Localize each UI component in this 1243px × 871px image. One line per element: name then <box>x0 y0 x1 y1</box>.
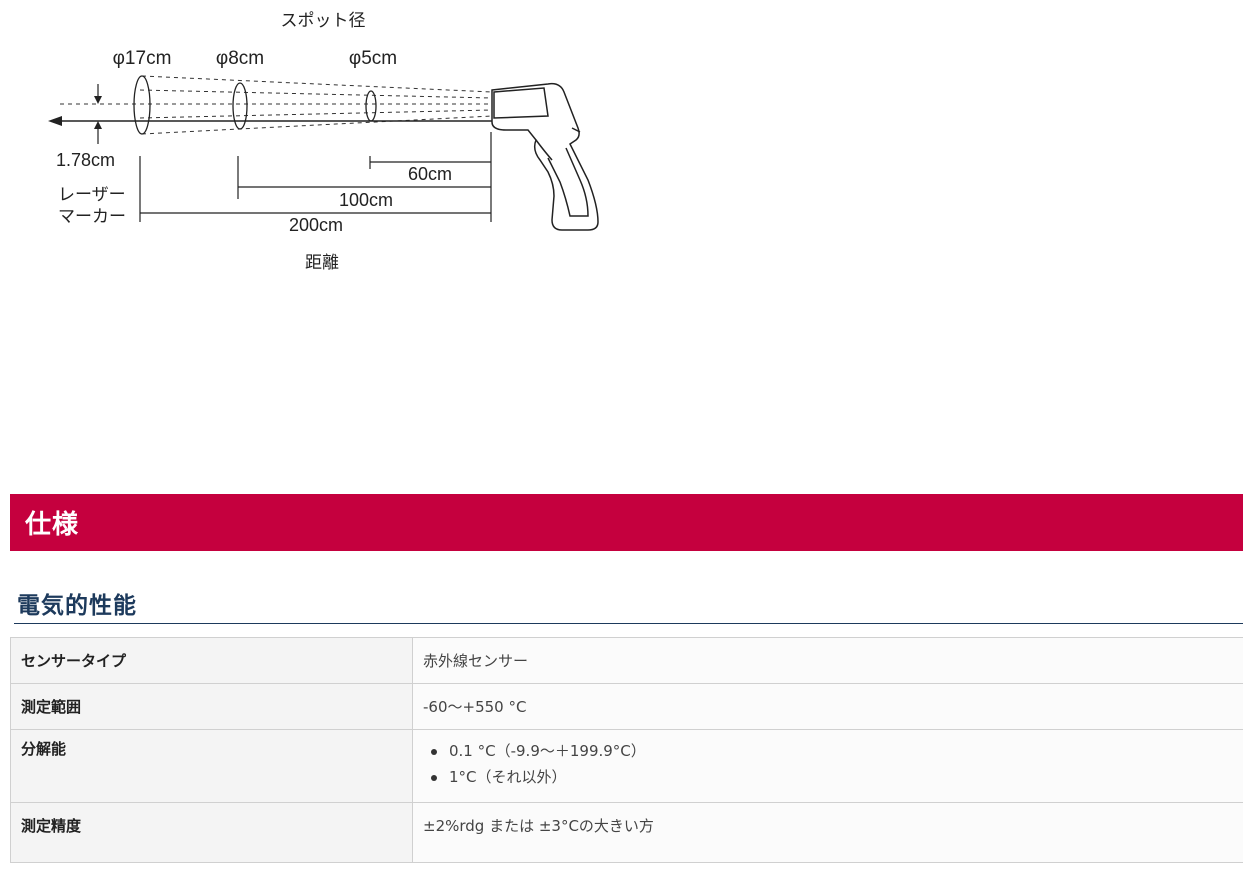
row-label: 測定精度 <box>10 802 413 863</box>
spec-table: センサータイプ 赤外線センサー 測定範囲 -60～+550 °C 分解能 0.1… <box>10 637 1243 863</box>
spec-section-banner: 仕様 <box>10 494 1243 551</box>
row-value-list: 0.1 °C（-9.9～＋199.9°C） 1°C（それ以外） <box>412 729 1243 803</box>
distance-100-label: 100cm <box>339 190 393 210</box>
laser-arrow-icon <box>48 116 62 126</box>
subsection-title: 電気的性能 <box>17 593 137 619</box>
distance-60-label: 60cm <box>408 164 452 184</box>
table-row: 測定範囲 -60～+550 °C <box>10 683 1243 730</box>
spot-diameter-title: スポット径 <box>281 11 366 30</box>
list-item: 0.1 °C（-9.9～＋199.9°C） <box>431 738 1233 764</box>
spot-mid-label: φ8cm <box>216 48 264 69</box>
row-value: -60～+550 °C <box>412 683 1243 730</box>
spot-small-ellipse <box>365 90 377 122</box>
cone-lines <box>60 75 493 135</box>
list-item: 1°C（それ以外） <box>431 764 1233 790</box>
laser-offset-label: 1.78cm <box>56 150 115 170</box>
offset-arrow-down-icon <box>94 96 102 104</box>
spot-small-label: φ5cm <box>349 48 397 69</box>
spot-large-ellipse <box>133 75 151 135</box>
spot-mid-ellipse <box>232 82 248 130</box>
table-row: 分解能 0.1 °C（-9.9～＋199.9°C） 1°C（それ以外） <box>10 729 1243 803</box>
row-label: センサータイプ <box>10 637 413 684</box>
row-value: ±2%rdg または ±3°Cの大きい方 <box>412 802 1243 863</box>
row-label: 分解能 <box>10 729 413 803</box>
laser-marker-label-2: マーカー <box>58 207 126 226</box>
distance-title: 距離 <box>305 253 339 272</box>
distance-200-label: 200cm <box>289 215 343 235</box>
offset-arrow-up-icon <box>94 121 102 129</box>
electrical-performance-heading: 電気的性能 <box>14 586 1243 624</box>
spot-diameter-diagram: スポット径 φ17cm φ8cm φ5cm 1.78cm レーザー マーカー 6… <box>48 11 599 272</box>
thermometer-gun-icon <box>491 82 599 231</box>
section-title: 仕様 <box>25 510 80 540</box>
row-label: 測定範囲 <box>10 683 413 730</box>
distance-lines <box>139 132 492 222</box>
table-row: 測定精度 ±2%rdg または ±3°Cの大きい方 <box>10 802 1243 863</box>
table-row: センサータイプ 赤外線センサー <box>10 637 1243 684</box>
spot-large-label: φ17cm <box>113 48 172 69</box>
row-value: 赤外線センサー <box>412 637 1243 684</box>
laser-marker-label-1: レーザー <box>58 185 126 204</box>
